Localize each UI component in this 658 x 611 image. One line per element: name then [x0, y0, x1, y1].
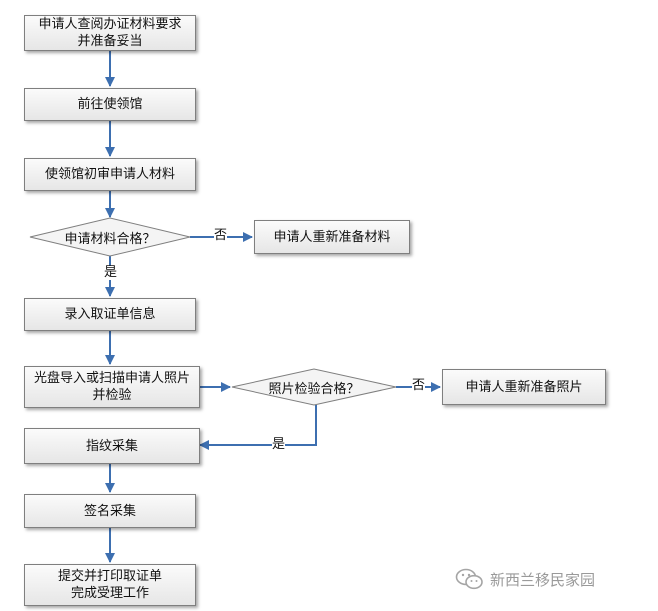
step-import-photo: 光盘导入或扫描申请人照片 并检验 [24, 366, 200, 408]
step-signature-label: 签名采集 [83, 503, 136, 519]
arrow-photo-decision-yes-to-fingerprint [199, 405, 317, 450]
step-import-photo-line1: 光盘导入或扫描申请人照片 [33, 371, 190, 386]
step-reprepare-photo: 申请人重新准备照片 [442, 369, 606, 405]
edge-label-materials-no: 否 [214, 228, 228, 243]
step-record-info-label: 录入取证单信息 [64, 307, 156, 322]
step-reprepare-photo-label: 申请人重新准备照片 [465, 379, 583, 395]
decision-materials-label: 申请材料合格？ [64, 231, 156, 247]
step-import-photo-line2: 并检验 [92, 388, 132, 403]
step-signature: 签名采集 [24, 494, 196, 528]
decision-materials-shape [29, 217, 191, 257]
step-go-to-consulate-label: 前往使领馆 [77, 97, 143, 112]
step-reprepare-materials-label: 申请人重新准备材料 [273, 229, 391, 245]
step-fingerprint-label: 指纹采集 [85, 438, 138, 454]
edge-label-materials-yes: 是 [104, 265, 118, 280]
watermark-text: 新西兰移民家园 [490, 570, 596, 589]
edge-label-photo-no: 否 [412, 378, 426, 393]
step-go-to-consulate: 前往使领馆 [24, 88, 196, 121]
step-submit-line2: 完成受理工作 [70, 586, 149, 601]
step-check-requirements-line1: 申请人查阅办证材料要求 [38, 17, 182, 32]
wechat-icon [455, 568, 483, 590]
step-fingerprint: 指纹采集 [24, 428, 200, 464]
watermark: 新西兰移民家园 [455, 567, 595, 591]
step-submit-line1: 提交并打印取证单 [57, 569, 162, 584]
decision-photo: 照片检验合格？ [254, 377, 374, 397]
step-reprepare-materials: 申请人重新准备材料 [254, 220, 410, 254]
decision-photo-shape [231, 368, 397, 406]
decision-materials: 申请材料合格？ [50, 227, 170, 247]
step-record-info: 录入取证单信息 [24, 298, 196, 331]
step-check-requirements: 申请人查阅办证材料要求 并准备妥当 [24, 15, 196, 51]
step-check-requirements-line2: 并准备妥当 [77, 34, 143, 49]
step-submit: 提交并打印取证单 完成受理工作 [24, 564, 196, 606]
decision-photo-label: 照片检验合格？ [268, 381, 360, 397]
step-initial-review-label: 使领馆初审申请人材料 [44, 167, 175, 182]
edge-label-photo-yes: 是 [272, 437, 286, 452]
step-initial-review: 使领馆初审申请人材料 [24, 158, 196, 191]
